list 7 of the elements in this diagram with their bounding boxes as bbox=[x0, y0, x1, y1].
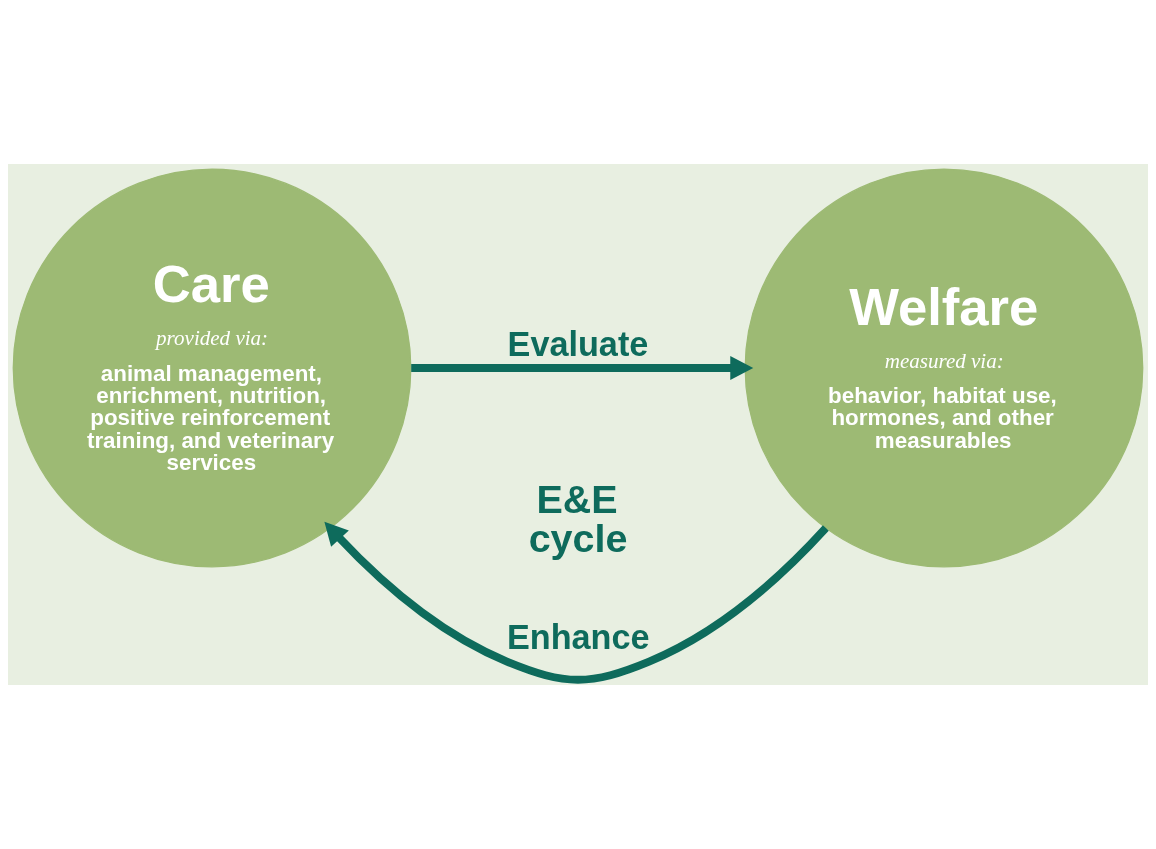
node-circle: Welfare measured via: behavior, habitat use, hormones, and other measurables bbox=[744, 168, 1144, 568]
arrow bbox=[324, 521, 829, 684]
arrow bbox=[411, 355, 754, 381]
edge-label: Enhance bbox=[506, 618, 650, 657]
node-circle: Care provided via: animal management, enrichment, nutrition, positive reinforcement training, and veterinary services bbox=[12, 168, 412, 568]
label: E&E cycle bbox=[528, 476, 628, 561]
edge-label: Evaluate bbox=[507, 324, 649, 363]
